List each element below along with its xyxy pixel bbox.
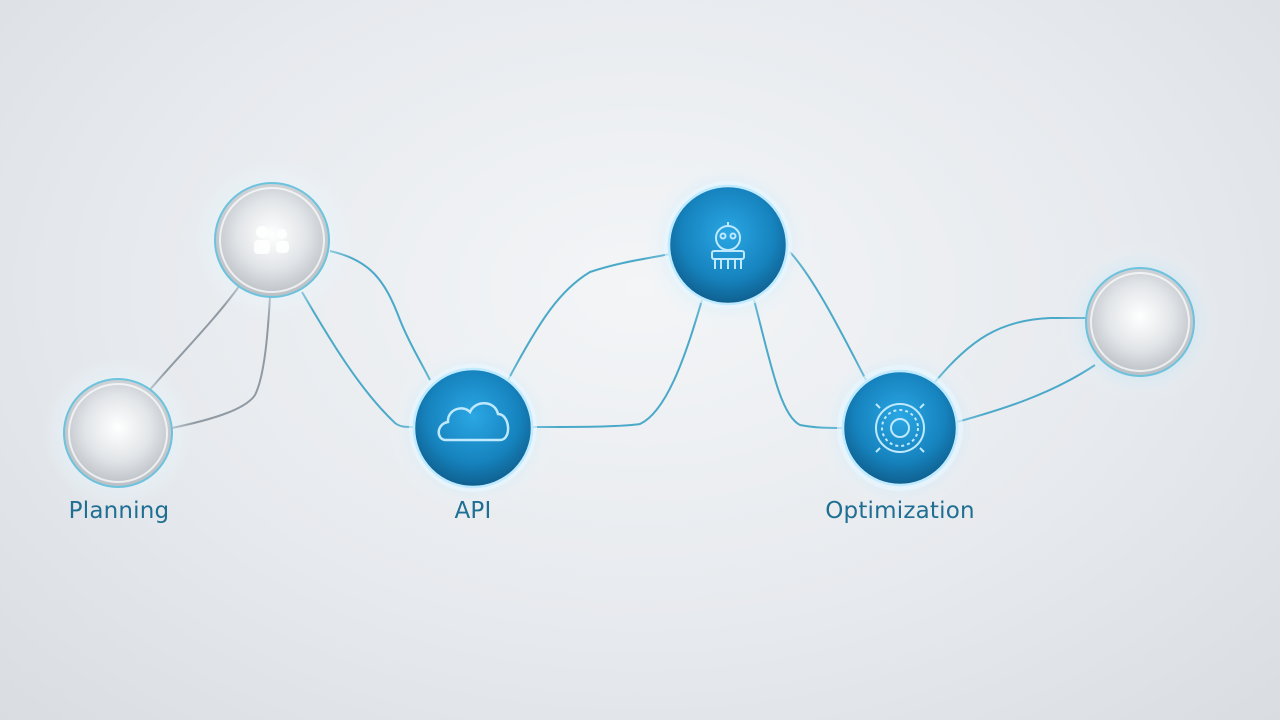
label-api: API <box>454 498 492 524</box>
node-planning <box>40 355 196 511</box>
gear-icon <box>875 403 925 453</box>
node-endpoint <box>1058 240 1222 404</box>
cloud-icon <box>437 402 510 442</box>
label-planning: Planning <box>68 498 170 524</box>
node-optimization <box>814 342 986 514</box>
node-people <box>190 158 354 322</box>
node-automation <box>640 157 816 333</box>
connector-planning-people-b <box>171 296 271 429</box>
robot-icon <box>711 222 745 269</box>
connector-api-automation-b <box>531 299 703 428</box>
node-api <box>387 342 559 514</box>
people-icon <box>254 226 289 254</box>
label-optimization: Optimization <box>825 498 975 524</box>
